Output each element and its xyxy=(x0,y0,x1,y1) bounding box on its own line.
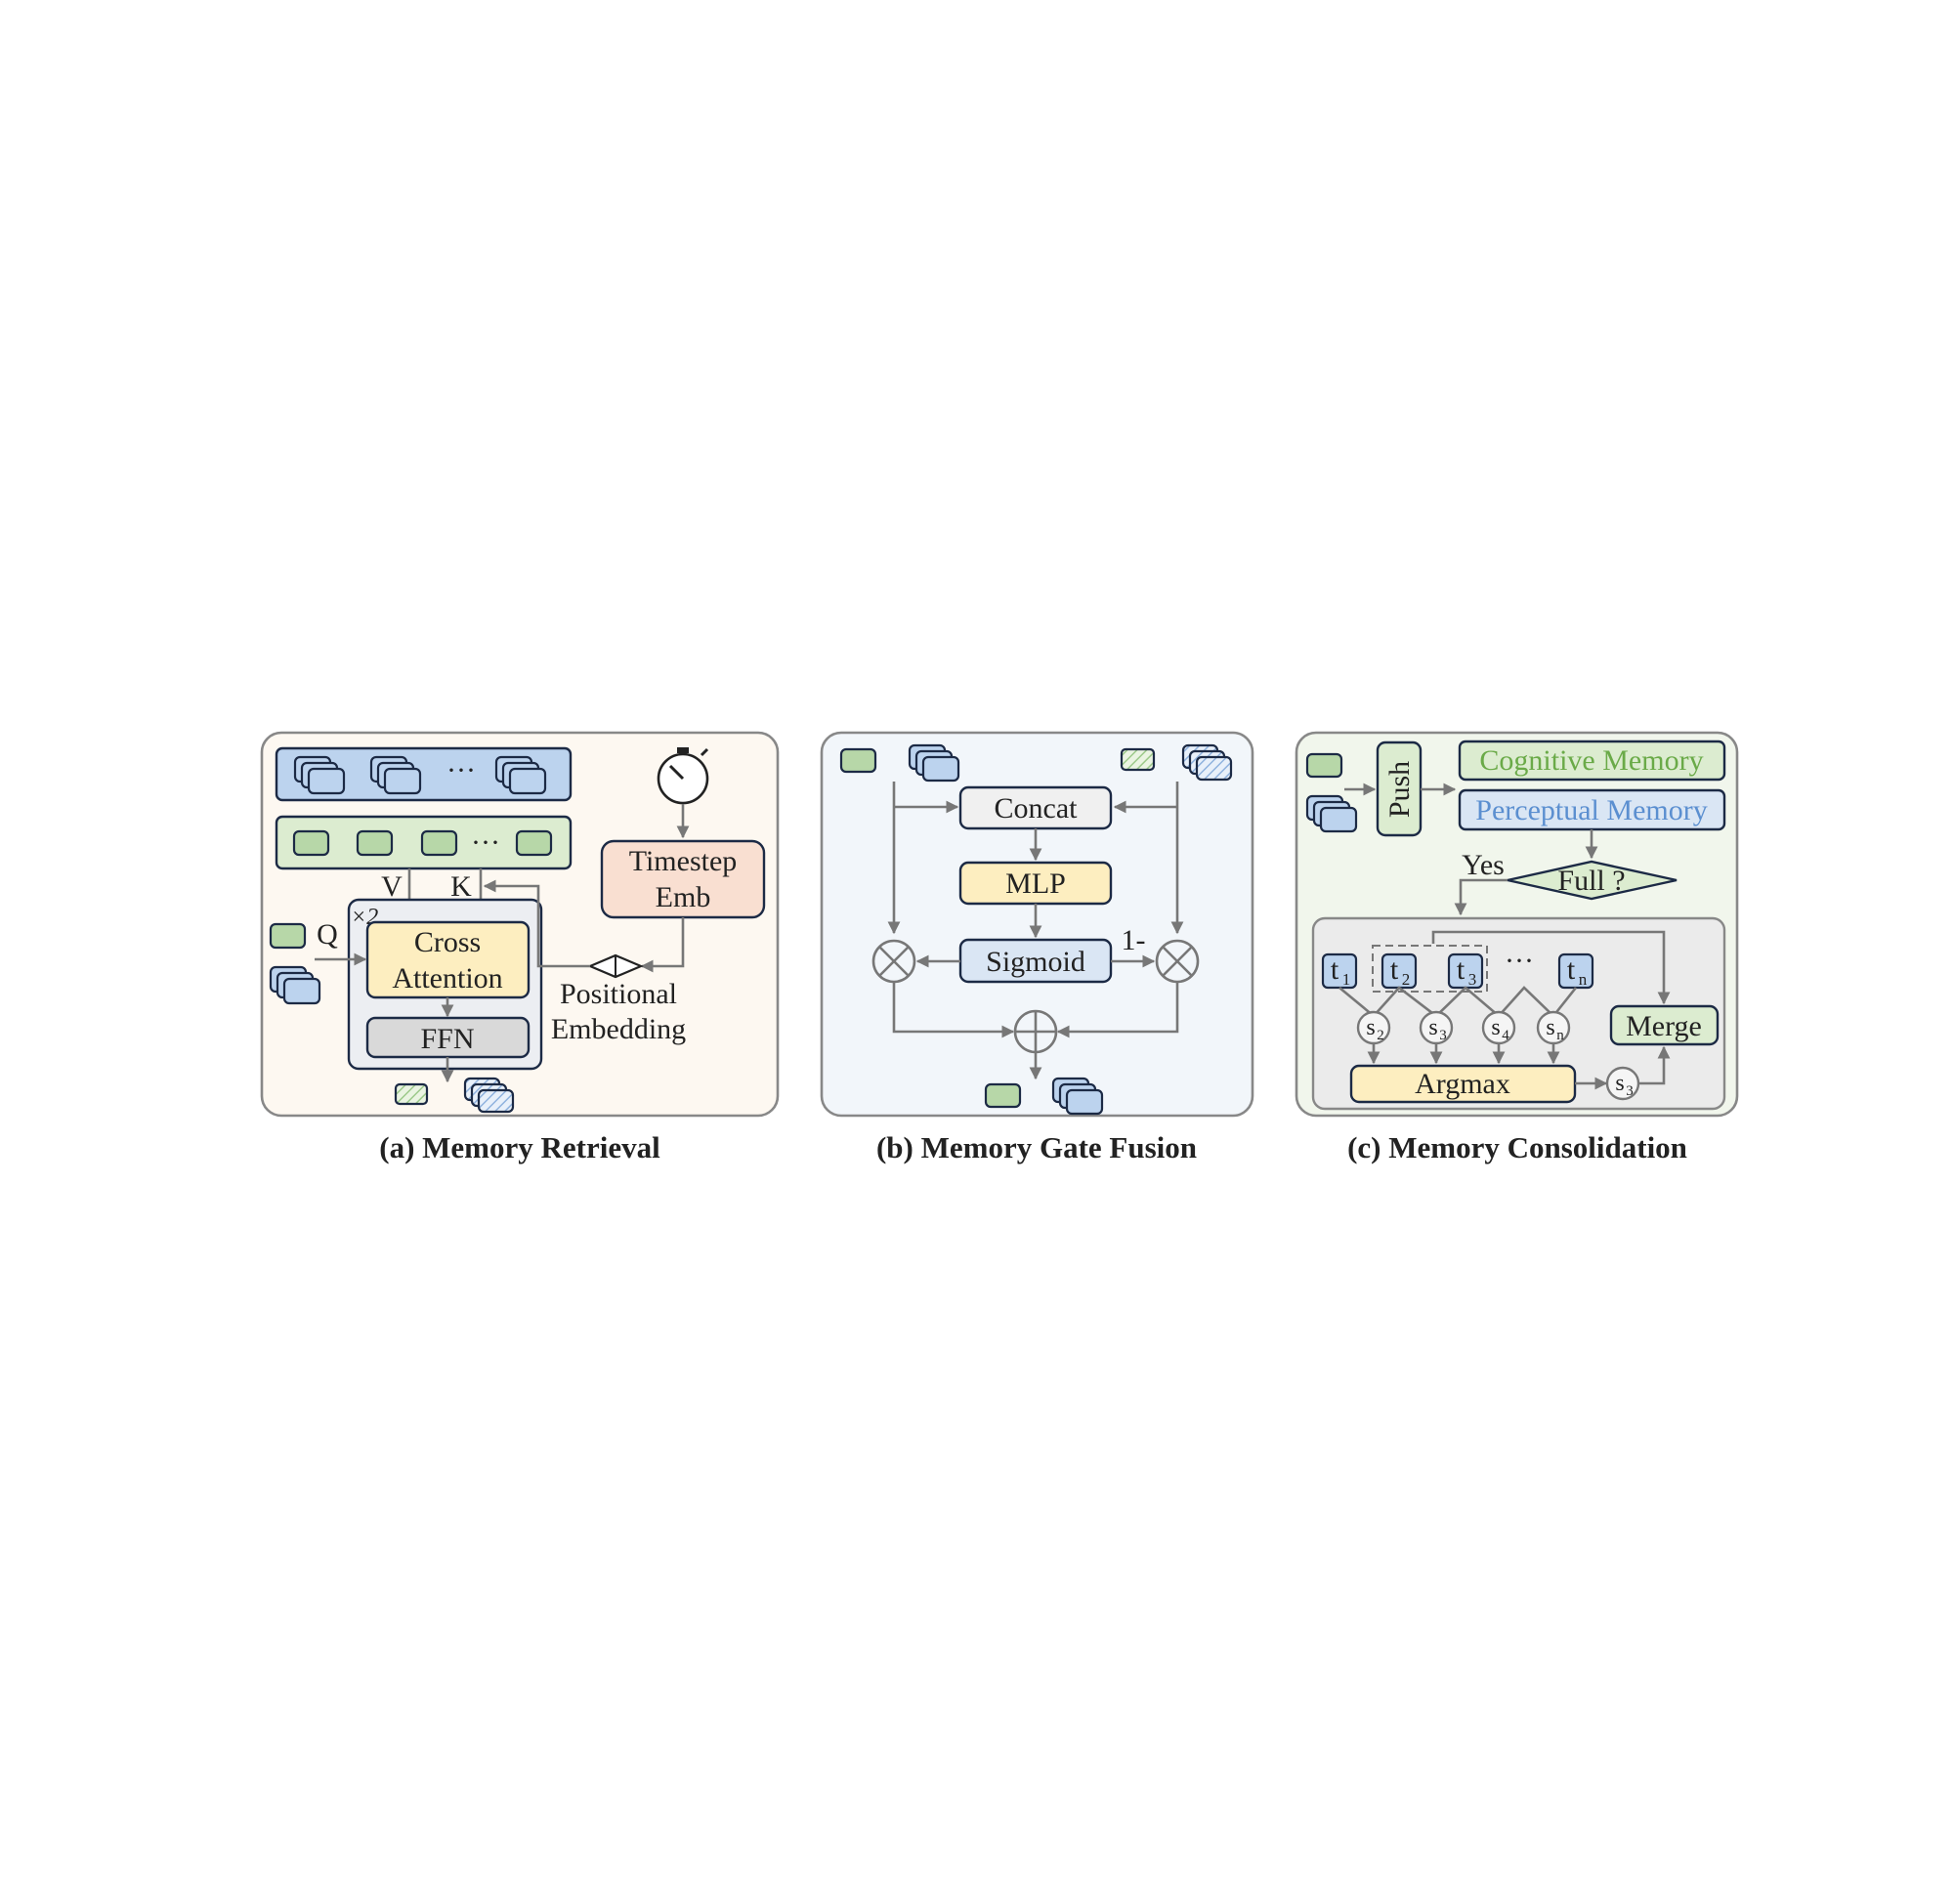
add-icon xyxy=(1013,1009,1058,1054)
input-perceptual-token-stack xyxy=(908,743,960,783)
multiply-icon xyxy=(871,939,916,984)
new-cognitive-token xyxy=(1305,752,1343,779)
multiply-icon xyxy=(1155,939,1200,984)
ellipsis: ··· xyxy=(446,754,476,786)
panel-b-memory-gate-fusion: Concat MLP Sigmoid 1- xyxy=(820,731,1254,1164)
memory-token: t 1 xyxy=(1321,952,1358,990)
memory-token: t n xyxy=(1557,952,1594,990)
svg-text:n: n xyxy=(1579,970,1588,989)
svg-text:s: s xyxy=(1428,1015,1437,1040)
svg-text:s: s xyxy=(1546,1015,1554,1040)
svg-text:s: s xyxy=(1366,1015,1375,1040)
memory-token: t 3 xyxy=(1447,952,1484,990)
fused-cognitive-token xyxy=(984,1082,1022,1109)
output-cognitive-token xyxy=(394,1082,429,1106)
svg-text:1: 1 xyxy=(1342,970,1351,989)
cognitive-memory-block xyxy=(1458,740,1726,782)
ellipsis: ··· xyxy=(1505,945,1534,977)
timestep-label: Emb xyxy=(656,881,711,913)
panel-c-memory-consolidation: Push Cognitive Memory Perceptual Memory … xyxy=(1295,731,1739,1164)
cognitive-token xyxy=(356,829,394,857)
svg-text:t: t xyxy=(1567,953,1576,986)
svg-text:t: t xyxy=(1390,953,1399,986)
full-check-diamond xyxy=(1507,860,1678,901)
label-k: K xyxy=(450,870,472,903)
push-label: Push xyxy=(1383,761,1416,818)
positional-embedding-label: Positional xyxy=(560,978,677,1010)
panel-b-caption: (b) Memory Gate Fusion xyxy=(876,1130,1197,1164)
full-check-label: Full ? xyxy=(1557,865,1625,897)
stopwatch-icon xyxy=(657,747,709,805)
svg-text:3: 3 xyxy=(1468,970,1477,989)
perceptual-memory-label: Perceptual Memory xyxy=(1475,794,1707,826)
label-v: V xyxy=(381,870,403,903)
panel-b-background xyxy=(820,731,1254,1118)
selected-similarity-node: s 3 xyxy=(1605,1066,1640,1101)
input-cognitive-token xyxy=(839,747,877,774)
svg-text:4: 4 xyxy=(1502,1028,1509,1043)
merge-block xyxy=(1609,1004,1720,1046)
similarity-node: s 2 xyxy=(1356,1010,1391,1045)
cognitive-token xyxy=(515,829,553,857)
perceptual-token-stack xyxy=(494,755,547,795)
similarity-node: s 3 xyxy=(1419,1010,1454,1045)
sigmoid-label: Sigmoid xyxy=(986,946,1085,978)
query-cognitive-token xyxy=(269,922,307,950)
new-perceptual-token-stack xyxy=(1305,794,1358,833)
ellipsis: ··· xyxy=(471,826,500,859)
similarity-node: s 4 xyxy=(1481,1010,1516,1045)
similarity-node: s n xyxy=(1536,1010,1571,1045)
query-perceptual-token-stack xyxy=(269,965,321,1005)
svg-text:3: 3 xyxy=(1439,1028,1447,1043)
positional-embedding-label: Embedding xyxy=(551,1013,686,1045)
cross-attention-label: Attention xyxy=(392,962,502,994)
svg-text:s: s xyxy=(1491,1015,1500,1040)
cross-attention-label: Cross xyxy=(414,926,481,958)
cognitive-memory-label: Cognitive Memory xyxy=(1479,744,1703,777)
memory-token: t 2 xyxy=(1381,952,1418,990)
svg-text:3: 3 xyxy=(1626,1083,1634,1099)
yes-label: Yes xyxy=(1462,849,1505,881)
panel-a-memory-retrieval: ··· ··· V K ×2 Cross Attention FFN Q xyxy=(260,731,780,1164)
one-minus-label: 1- xyxy=(1122,924,1146,956)
cognitive-token xyxy=(292,829,330,857)
retrieved-perceptual-token-stack xyxy=(1181,743,1233,782)
ffn-label: FFN xyxy=(420,1023,474,1055)
positional-embedding-icon xyxy=(587,953,644,979)
svg-text:2: 2 xyxy=(1377,1028,1384,1043)
output-perceptual-token-stack xyxy=(463,1077,515,1114)
timestep-label: Timestep xyxy=(629,845,738,877)
svg-text:n: n xyxy=(1556,1028,1564,1043)
fused-perceptual-token-stack xyxy=(1051,1077,1104,1116)
mlp-label: MLP xyxy=(1005,867,1066,900)
argmax-label: Argmax xyxy=(1415,1068,1510,1100)
svg-text:t: t xyxy=(1331,953,1339,986)
concat-label: Concat xyxy=(995,792,1079,825)
retrieved-cognitive-token xyxy=(1120,747,1156,772)
panel-a-caption: (a) Memory Retrieval xyxy=(379,1130,660,1164)
perceptual-token-stack xyxy=(369,755,422,795)
svg-text:2: 2 xyxy=(1402,970,1411,989)
cognitive-token xyxy=(420,829,458,857)
perceptual-token-stack xyxy=(293,755,346,795)
svg-text:s: s xyxy=(1615,1071,1624,1096)
selected-pair-dashed-box xyxy=(1372,945,1488,993)
label-q: Q xyxy=(317,918,338,951)
svg-text:t: t xyxy=(1457,953,1466,986)
merge-label: Merge xyxy=(1626,1010,1702,1042)
panel-c-caption: (c) Memory Consolidation xyxy=(1347,1130,1687,1164)
